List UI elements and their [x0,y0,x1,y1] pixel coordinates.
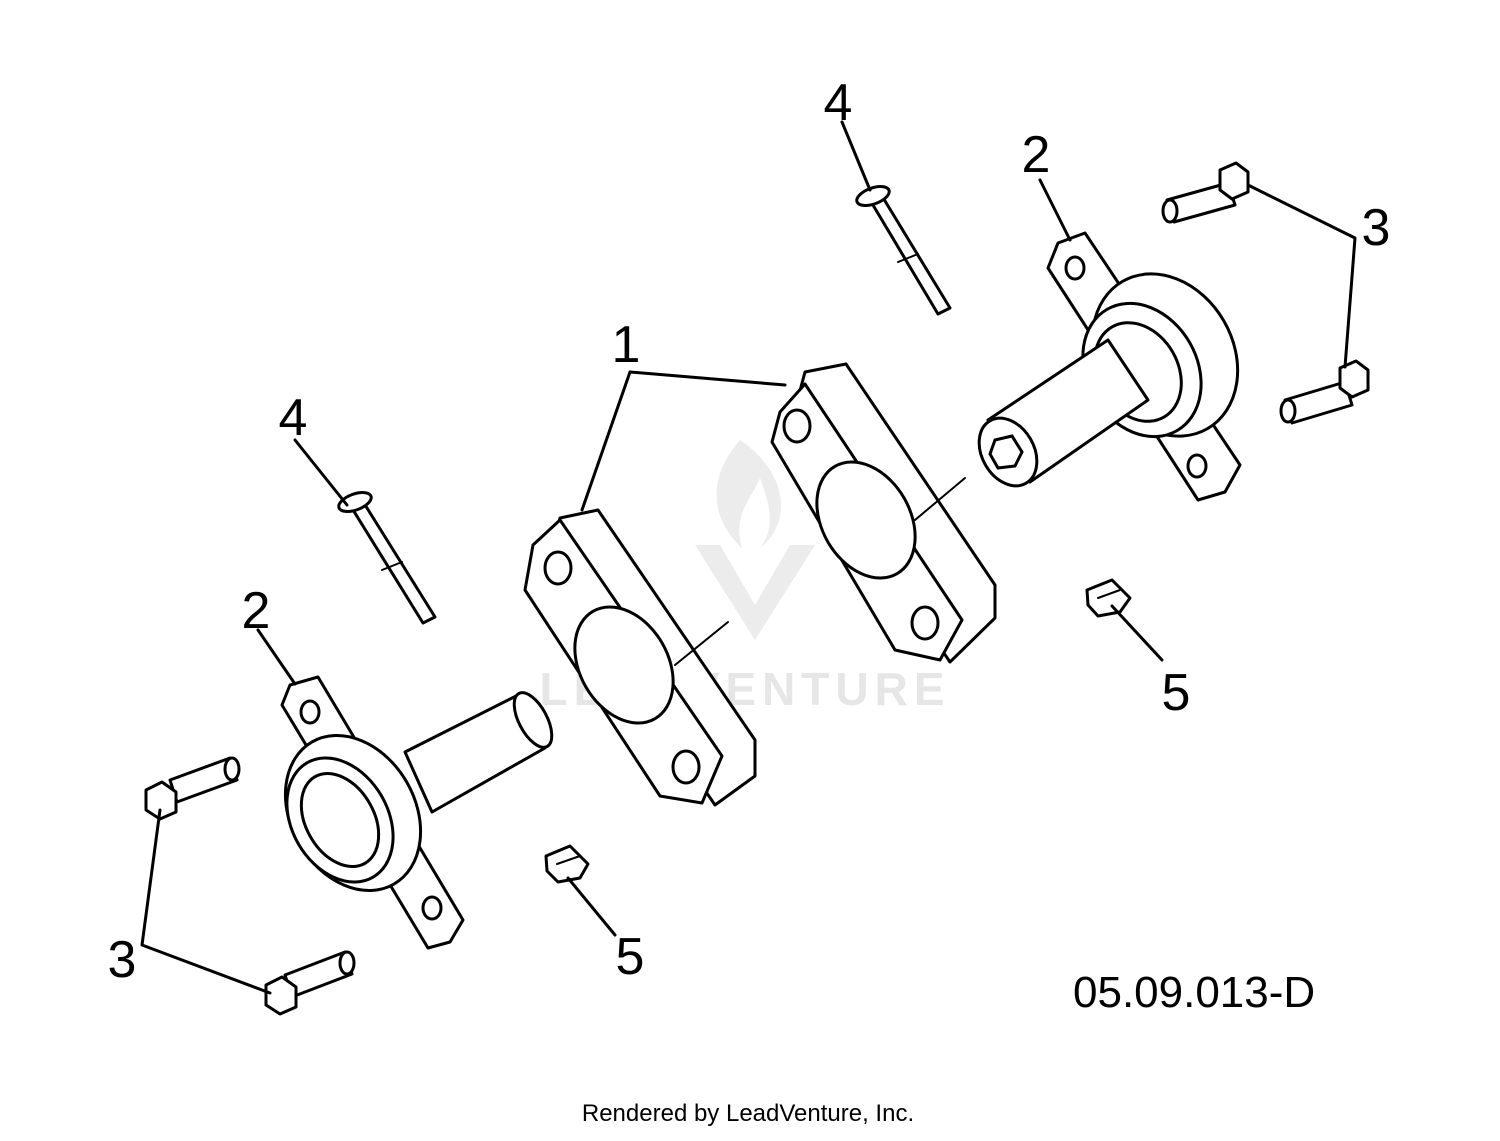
nut-right [1085,578,1132,618]
callout-2-top: 2 [1022,126,1051,184]
callout-4-top: 4 [824,74,853,132]
callout-4-left: 4 [279,389,308,447]
rendered-by-footer: Rendered by LeadVenture, Inc. [582,1100,914,1127]
callout-labels: 1 2 2 3 3 4 4 5 5 [108,74,1391,989]
callout-1: 1 [612,316,641,374]
drawing-code: 05.09.013-D [1073,968,1315,1017]
bolt-upper-right-1 [1161,161,1250,224]
bearing-flange-upper [977,231,1242,502]
callout-5-bottom: 5 [616,928,645,986]
spacer-block-right [770,362,997,664]
bolt-lower-left-2 [264,950,356,1016]
callout-5-right: 5 [1162,664,1191,722]
bolt-lower-left-1 [144,756,241,821]
callout-2-bottom: 2 [242,582,271,640]
callout-3-left: 3 [108,931,137,989]
callout-3-right: 3 [1362,199,1391,257]
nut-bottom [544,844,590,884]
leader-lines [140,120,1357,995]
spacer-block-left [523,508,757,807]
pin-left [337,490,437,625]
bolt-upper-right-2 [1279,359,1370,425]
pin-upper [855,184,952,316]
bearing-flange-lower [280,675,554,950]
